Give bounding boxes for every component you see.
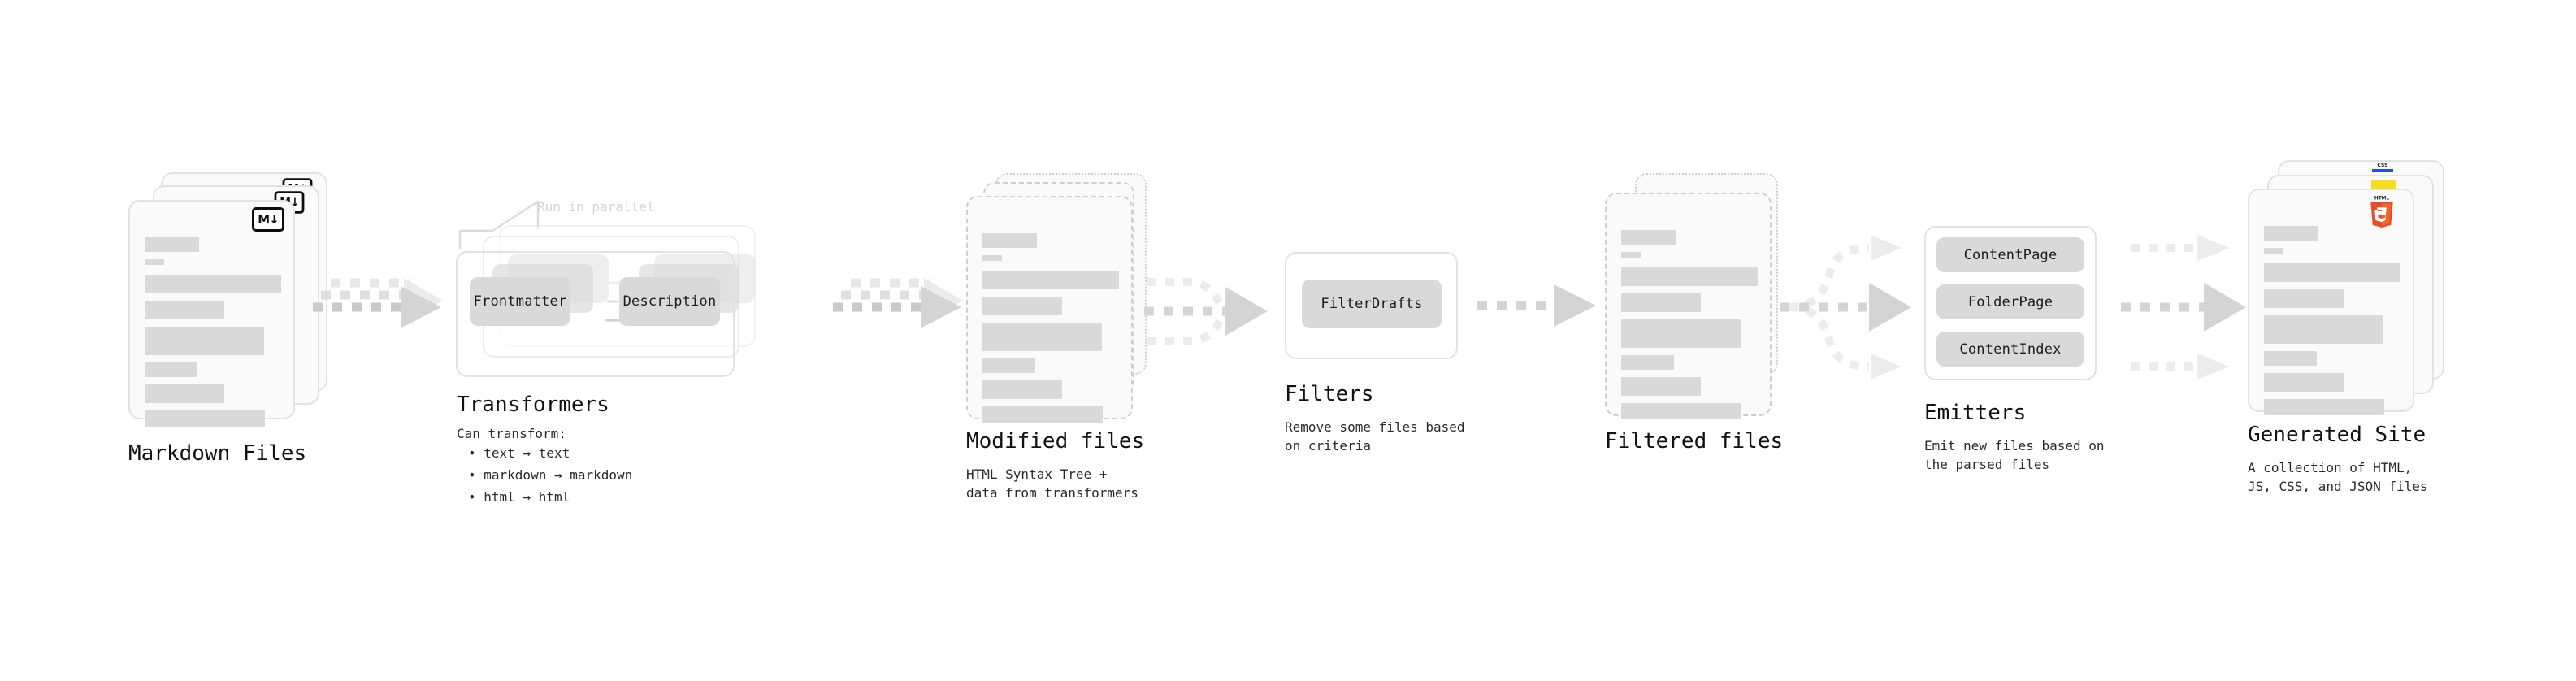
transformers-bullet-0: • text → text: [468, 445, 570, 461]
emitters-subtitle: Emit new files based on the parsed files: [1924, 438, 2105, 472]
css-icon-rule: [2372, 169, 2393, 172]
css-icon: CSS: [2372, 163, 2393, 172]
content-bar: [1621, 403, 1741, 419]
content-bar: [1621, 252, 1641, 258]
content-bar: [1621, 267, 1758, 286]
content-bar: [982, 406, 1103, 423]
content-bar: [2264, 315, 2383, 344]
content-bar: [2264, 399, 2384, 415]
arrow-filtered-to-emitters: [1780, 235, 1911, 380]
html5-icon: HTML: [2370, 196, 2393, 228]
filtered-doc-content: [1621, 230, 1758, 427]
filtered-doc-front: [1605, 193, 1772, 419]
transformers-bullet-1: • markdown → markdown: [468, 467, 633, 483]
content-bar: [982, 358, 1035, 373]
content-bar: [982, 271, 1119, 289]
content-bar: [2264, 248, 2283, 254]
arrow-emitters-to-site: [2121, 235, 2246, 380]
content-bar: [1621, 230, 1676, 245]
content-bar: [1621, 293, 1701, 312]
generated-site-title: Generated Site: [2248, 423, 2426, 447]
chip-filterdrafts[interactable]: FilterDrafts: [1302, 280, 1442, 328]
transformer-panel-front[interactable]: [456, 251, 735, 377]
markdown-icon: M↓: [252, 207, 284, 232]
filters-subtitle: Remove some files based on criteria: [1285, 419, 1465, 453]
run-in-parallel-bracket: [458, 200, 540, 249]
content-bar: [1621, 355, 1674, 370]
content-bar: [982, 380, 1062, 399]
content-bar: [982, 297, 1062, 315]
content-bar: [2264, 351, 2317, 366]
css-icon-label: CSS: [2377, 163, 2388, 168]
content-bar: [982, 233, 1037, 248]
content-bar: [145, 362, 197, 377]
markdown-files-title: Markdown Files: [128, 441, 307, 466]
content-bar: [1621, 319, 1741, 348]
modified-doc-front: [966, 196, 1133, 423]
markdown-doc-content: [145, 237, 281, 434]
content-bar: [145, 275, 281, 293]
filtered-files-title: Filtered files: [1605, 429, 1784, 453]
transformers-title: Transformers: [457, 393, 609, 417]
content-bar: [145, 237, 199, 252]
arrow-modified-to-filters: [1144, 278, 1268, 345]
chip-description[interactable]: Description: [619, 277, 720, 326]
content-bar: [145, 384, 224, 403]
run-in-parallel-label: Run in parallel: [537, 199, 655, 215]
generated-site-subtitle: A collection of HTML, JS, CSS, and JSON …: [2248, 460, 2428, 494]
chip-frontmatter[interactable]: Frontmatter: [470, 277, 570, 326]
svg-text:HTML: HTML: [2374, 196, 2389, 201]
chip-folderpage[interactable]: FolderPage: [1936, 284, 2084, 319]
content-bar: [2264, 289, 2344, 308]
content-bar: [982, 255, 1002, 261]
content-bar: [982, 323, 1102, 351]
content-bar: [2264, 373, 2344, 392]
modified-doc-content: [982, 233, 1119, 430]
arrow-markdown-to-transformers: [313, 278, 443, 328]
markdown-doc-front: [128, 200, 295, 427]
transformers-bullet-2: • html → html: [468, 489, 570, 505]
content-bar: [2264, 263, 2400, 282]
content-bar: [2264, 226, 2318, 241]
emitters-title: Emitters: [1924, 401, 2027, 425]
modified-files-title: Modified files: [966, 429, 1145, 453]
content-bar: [145, 327, 264, 355]
content-bar: [145, 301, 224, 319]
filters-title: Filters: [1285, 382, 1374, 406]
content-bar: [1621, 377, 1701, 396]
content-bar: [145, 259, 164, 265]
chip-contentpage[interactable]: ContentPage: [1936, 237, 2084, 272]
content-bar: [145, 410, 265, 427]
arrow-filters-to-filtered: [1477, 284, 1596, 327]
modified-files-subtitle: HTML Syntax Tree + data from transformer…: [966, 466, 1138, 501]
arrow-transformers-to-modified: [833, 278, 963, 328]
chip-contentindex[interactable]: ContentIndex: [1936, 332, 2084, 367]
site-doc-content: [2264, 226, 2400, 423]
transformers-subtitle: Can transform:: [457, 426, 566, 441]
